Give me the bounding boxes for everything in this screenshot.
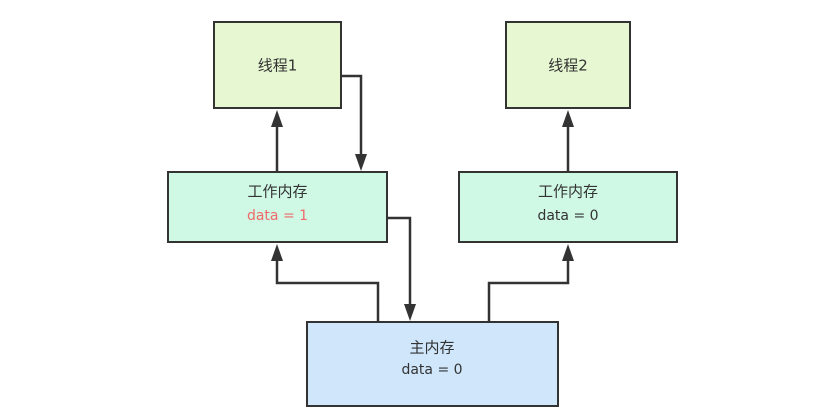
arrowhead-up	[271, 110, 283, 127]
edge-work2-to-thread2	[562, 110, 574, 172]
work-memory2-box	[458, 171, 678, 243]
edge-work1-to-thread1	[271, 110, 283, 172]
main-memory-label: 主内存	[409, 339, 454, 357]
arrowhead-up	[271, 244, 283, 261]
thread2-label: 线程2	[548, 57, 588, 75]
main-memory-box	[306, 321, 559, 407]
edge-work1-to-main-line	[387, 216, 412, 305]
work-memory1-label: 工作内存	[247, 183, 307, 201]
edge-main-to-work1	[271, 244, 380, 322]
main-memory-node: 主内存 data = 0	[306, 321, 559, 407]
work-memory2-label: 工作内存	[538, 183, 598, 201]
thread1-node: 线程1	[213, 21, 342, 109]
thread1-label: 线程1	[258, 57, 298, 75]
arrowhead-down	[404, 304, 416, 321]
thread2-box	[505, 21, 631, 109]
main-memory-value: data = 0	[401, 362, 462, 378]
work-memory1-node: 工作内存 data = 1	[167, 171, 388, 243]
edge-work1-to-main	[387, 216, 416, 321]
thread1-box	[213, 21, 342, 109]
thread2-node: 线程2	[505, 21, 631, 109]
edge-main-to-work2-line	[487, 260, 570, 322]
arrowhead-up	[562, 110, 574, 127]
edge-main-to-work1-line	[275, 260, 380, 322]
edge-thread1-to-work1-line	[341, 74, 363, 155]
edge-main-to-work2	[487, 244, 574, 322]
arrowhead-down	[355, 154, 367, 171]
work-memory2-node: 工作内存 data = 0	[458, 171, 678, 243]
work-memory1-value: data = 1	[247, 208, 308, 224]
edge-thread1-to-work1	[341, 74, 367, 171]
work-memory2-value: data = 0	[537, 208, 598, 224]
arrowhead-up	[562, 244, 574, 261]
